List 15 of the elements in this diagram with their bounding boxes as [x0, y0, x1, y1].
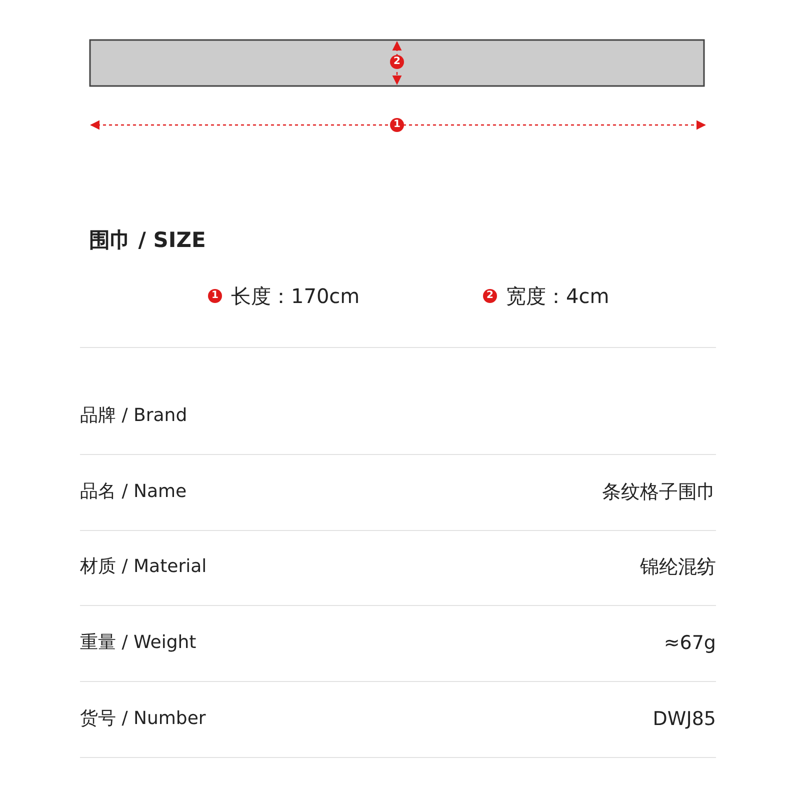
section-title: 围巾 / SIZE [89, 230, 206, 251]
size-spec: 宽度：4cm [506, 286, 610, 306]
row-value: 锦纶混纺 [640, 558, 716, 577]
row-label: 品名 / Name [80, 483, 187, 501]
row-label: 材质 / Material [80, 558, 207, 576]
row-value: ≈67g [664, 634, 716, 653]
row-label: 重量 / Weight [80, 634, 196, 652]
callout-number: 1 [208, 289, 222, 303]
callout-number: 2 [483, 289, 497, 303]
row-value: DWJ85 [652, 710, 716, 729]
row-label: 品牌 / Brand [80, 407, 188, 425]
row-value: 条纹格子围巾 [602, 483, 716, 502]
row-label: 货号 / Number [80, 710, 206, 728]
callout-number: 1 [390, 118, 404, 132]
size-spec: 长度：170cm [231, 286, 360, 306]
